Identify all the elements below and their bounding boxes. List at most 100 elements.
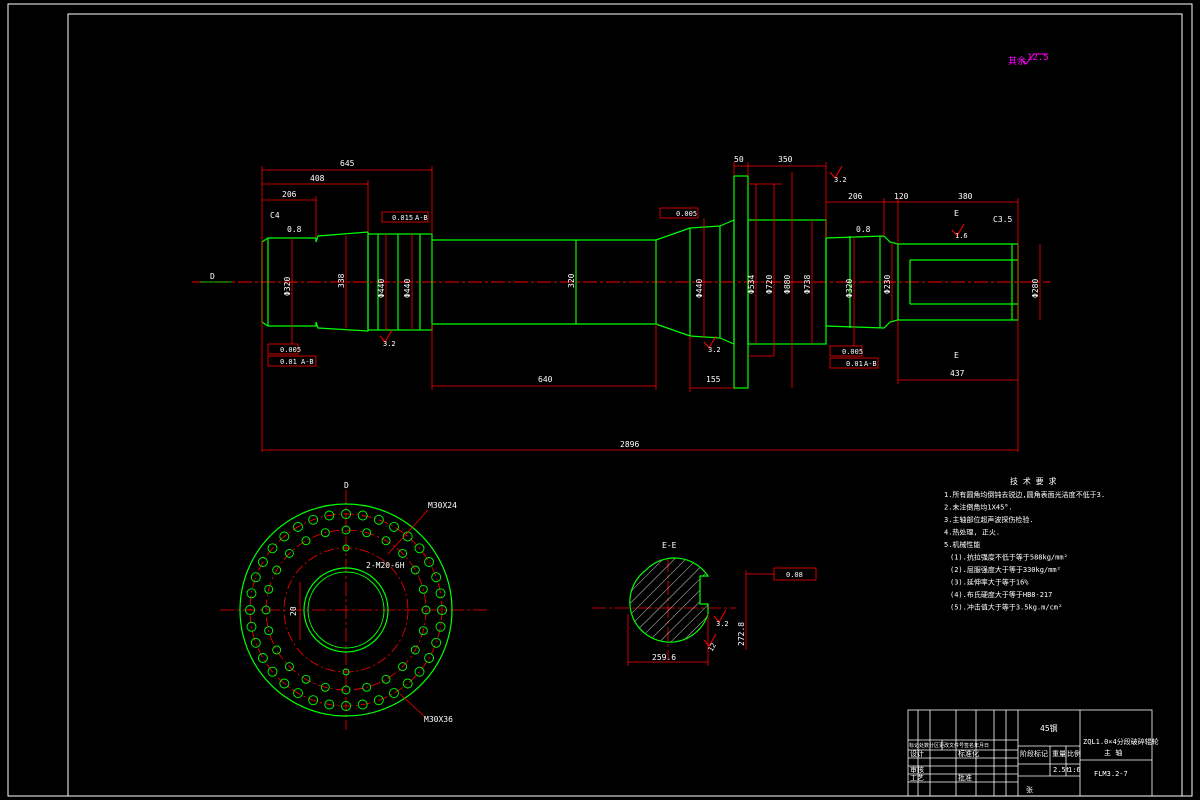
section-width: 259.6 bbox=[652, 653, 676, 662]
bolt-hole bbox=[418, 584, 428, 594]
bolt-hole bbox=[362, 528, 372, 538]
bolt-hole bbox=[246, 621, 257, 632]
flange-view-d: D M30X24 2-M20-6H M30X36 20 bbox=[220, 481, 490, 730]
title-material: 45钢 bbox=[1040, 723, 1058, 733]
fillet-0-8b: 0.8 bbox=[856, 225, 871, 234]
tech-req-item: 1.所有圆角均倒钝去锐边,圆角表面光洁度不低于3. bbox=[944, 490, 1105, 499]
title-design-label: 设计 bbox=[910, 749, 924, 758]
tech-req-item: (1).抗拉强度不低于等于588kg/mm² bbox=[950, 553, 1068, 562]
tol-2: 0.01 bbox=[280, 358, 297, 366]
title-scale-label: 比例 bbox=[1067, 749, 1081, 758]
section-height: 272.8 bbox=[737, 622, 746, 646]
title-drawing-title: ZQL1.0×4分段破碎辊轮 bbox=[1083, 737, 1159, 746]
dim-437: 437 bbox=[950, 369, 965, 378]
bolt-hole bbox=[261, 605, 271, 615]
tol-6-ref: A-B bbox=[864, 360, 877, 368]
bolt-hole bbox=[402, 678, 413, 689]
bolt-hole bbox=[301, 674, 311, 684]
bolt-hole bbox=[424, 653, 435, 663]
bolt-hole bbox=[250, 572, 261, 583]
bolt-hole bbox=[320, 682, 330, 692]
tol-1: 0.005 bbox=[280, 346, 301, 354]
dia-flange-3: Φ880 bbox=[783, 275, 792, 294]
dim-408: 408 bbox=[310, 174, 325, 183]
flange-holes-mid-label: 2-M20-6H bbox=[366, 561, 405, 570]
chamfer-c4: C4 bbox=[270, 211, 280, 220]
bolt-hole bbox=[341, 685, 351, 695]
shaft-diameter-texts: Φ320 338 Φ440 Φ440 320 Φ440 Φ534 Φ720 Φ8… bbox=[283, 273, 1040, 298]
dim-350: 350 bbox=[778, 155, 793, 164]
dia-338: 338 bbox=[337, 273, 346, 288]
title-stage-label: 阶段标记 bbox=[1020, 749, 1048, 758]
title-rev-label: 标记处数分区更改文件号签名年月日 bbox=[909, 742, 989, 749]
bolt-hole bbox=[421, 605, 431, 615]
dia-body: 320 bbox=[567, 273, 576, 288]
bolt-hole bbox=[342, 544, 350, 552]
dim-380: 380 bbox=[958, 192, 973, 201]
shaft-main-view: 645 408 206 50 350 206 120 380 640 155 4… bbox=[192, 155, 1050, 452]
title-scale: 1:6 bbox=[1068, 766, 1081, 774]
flange-holes-inner-label: M30X36 bbox=[424, 715, 453, 724]
bolt-hole bbox=[435, 621, 446, 632]
tolerance-texts: 0.005 0.01 A-B 0.015 A-B 0.005 0.005 0.0… bbox=[280, 210, 877, 368]
roughness-marks: 3.2 3.2 3.2 1.6 bbox=[379, 165, 968, 354]
section-mark-e-bottom: E bbox=[954, 351, 959, 360]
rough-4: 1.6 bbox=[955, 232, 968, 240]
dim-645: 645 bbox=[340, 159, 355, 168]
dim-50: 50 bbox=[734, 155, 744, 164]
title-check-label: 审核 bbox=[910, 765, 924, 774]
bolt-hole bbox=[389, 688, 399, 699]
bolt-hole bbox=[284, 662, 294, 672]
bolt-hole bbox=[414, 543, 425, 554]
title-sheet-label: 张 bbox=[1026, 785, 1033, 794]
tech-req-title: 技 术 要 求 bbox=[1010, 476, 1056, 486]
title-weight: 2.5t bbox=[1053, 766, 1070, 774]
title-process-label: 工艺 bbox=[910, 774, 924, 782]
dia-hub: Φ738 bbox=[803, 275, 812, 294]
dia-right-seat: Φ230 bbox=[883, 275, 892, 294]
bolt-hole bbox=[381, 674, 391, 684]
bolt-hole bbox=[308, 695, 319, 706]
bolt-hole bbox=[424, 557, 435, 567]
shaft-outline bbox=[261, 175, 1019, 389]
section-mark-e-top: E bbox=[954, 209, 959, 218]
bolt-hole bbox=[410, 645, 420, 655]
bolt-hole bbox=[437, 605, 447, 615]
bolt-hole bbox=[373, 695, 384, 706]
bolt-hole bbox=[272, 565, 282, 575]
bolt-hole bbox=[308, 514, 319, 525]
roughness-note-label: 其余 bbox=[1008, 55, 1026, 67]
title-approve-label: 批准 bbox=[958, 773, 972, 782]
bolt-hole bbox=[373, 514, 384, 525]
bolt-hole bbox=[279, 678, 290, 689]
bolt-hole bbox=[435, 588, 446, 599]
dia-collar: Φ440 bbox=[377, 279, 386, 298]
drawing-frame bbox=[7, 3, 1193, 797]
bolt-hole bbox=[357, 510, 368, 521]
bolt-hole bbox=[418, 626, 428, 636]
tech-req-item: 3.主轴部位超声波探伤检验. bbox=[944, 515, 1034, 524]
bolt-hole bbox=[410, 565, 420, 575]
tech-req-item: 5.机械性能 bbox=[944, 540, 980, 549]
section-roughness-2: 12 bbox=[707, 642, 718, 653]
title-standard-label: 标准化 bbox=[958, 749, 979, 758]
tol-5: 0.005 bbox=[842, 348, 863, 356]
bolt-hole bbox=[414, 666, 425, 677]
bolt-hole bbox=[279, 531, 290, 542]
tol-6: 0.01 bbox=[846, 360, 863, 368]
tech-req-item: 2.未注倒角均1X45°. bbox=[944, 503, 1013, 512]
bolt-hole bbox=[257, 653, 268, 663]
bolt-hole bbox=[398, 548, 408, 558]
tech-req-item: 4.热处理, 正火. bbox=[944, 528, 1000, 537]
title-block: 45钢 ZQL1.0×4分段破碎辊轮 主 轴 FLM3.2-7 阶段标记 重量 … bbox=[907, 709, 1159, 797]
dia-flange-2: Φ720 bbox=[765, 275, 774, 294]
bolt-hole bbox=[264, 626, 274, 636]
shaft-dimension-texts: 645 408 206 50 350 206 120 380 640 155 4… bbox=[210, 155, 1012, 449]
bolt-hole bbox=[272, 645, 282, 655]
shaft-dimension-lines bbox=[200, 162, 1041, 452]
bolt-hole bbox=[245, 605, 255, 615]
tech-req-item: (5).冲击值大于等于3.5kg.m/cm² bbox=[950, 603, 1062, 612]
dim-120: 120 bbox=[894, 192, 909, 201]
title-drawing-number: FLM3.2-7 bbox=[1094, 770, 1128, 778]
